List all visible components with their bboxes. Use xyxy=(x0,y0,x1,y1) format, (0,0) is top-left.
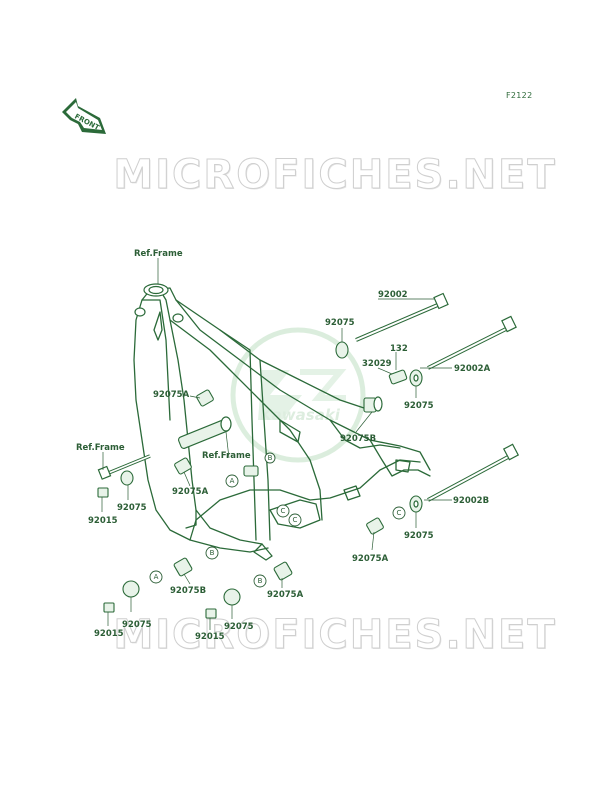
washer-92075-bl xyxy=(122,580,140,598)
label-32029: 32029 xyxy=(362,359,392,369)
label-92002A: 92002A xyxy=(454,364,491,374)
label-92075A-right: 92075A xyxy=(352,554,389,564)
leader-lines xyxy=(101,258,452,630)
watermark-top: MICROFICHES.NET xyxy=(113,152,557,199)
callout-b-frame: B xyxy=(264,452,276,464)
label-92015-bm: 92015 xyxy=(195,632,225,642)
collar-92075B-mid xyxy=(363,396,383,413)
collar-92075-mid xyxy=(243,465,259,477)
washer-92075-bm xyxy=(223,588,241,606)
label-92075-bl: 92075 xyxy=(122,620,152,630)
label-92075-bm: 92075 xyxy=(224,622,254,632)
callout-c-right: C xyxy=(392,506,406,520)
callout-c-frame2: C xyxy=(288,513,302,527)
callout-text: A xyxy=(154,573,159,581)
label-92075B-mid: 92075B xyxy=(340,434,376,444)
collar-92075B-low xyxy=(173,557,193,577)
label-92075A-left: 92075A xyxy=(172,487,209,497)
collar-92075-right2 xyxy=(409,495,423,513)
callout-a-mid: A xyxy=(225,474,239,488)
spacer-ref-frame-mid xyxy=(178,416,232,449)
callout-text: B xyxy=(268,454,273,462)
label-ref-frame-top: Ref.Frame xyxy=(134,249,183,259)
collar-92075-top xyxy=(335,341,349,359)
label-92075B-low: 92075B xyxy=(170,586,206,596)
bolt-left-short xyxy=(97,454,151,480)
label-92015-left: 92015 xyxy=(88,516,118,526)
stud-32029 xyxy=(388,369,408,385)
label-92075-right1: 92075 xyxy=(404,401,434,411)
nut-92015-bm xyxy=(205,608,217,619)
collar-92075A-right xyxy=(366,517,384,535)
label-92075-left: 92075 xyxy=(117,503,147,513)
callout-c-frame1: C xyxy=(276,504,290,518)
bolt-92002B xyxy=(427,443,520,502)
callout-text: A xyxy=(230,477,235,485)
collar-92075A-left xyxy=(174,457,192,475)
part-labels: Ref.Frame 92002 92075 132 32029 92002A 9… xyxy=(76,249,491,642)
figure-id: F2122 xyxy=(506,91,533,100)
callout-b-mid: B xyxy=(205,546,219,560)
label-92075A-upper: 92075A xyxy=(153,390,190,400)
motorcycle-frame xyxy=(133,283,431,561)
collar-92075A-bm xyxy=(273,561,293,581)
callout-text: B xyxy=(210,549,215,557)
callout-a-low: A xyxy=(149,570,163,584)
washer-92075-left xyxy=(120,470,134,486)
callout-b-low: B xyxy=(253,574,267,588)
callout-text: C xyxy=(281,507,286,515)
nut-92015-bl xyxy=(103,602,115,613)
label-92002B: 92002B xyxy=(453,496,489,506)
collar-92075A-upper xyxy=(196,389,214,407)
label-ref-frame-left: Ref.Frame xyxy=(76,443,125,453)
label-92015-bl: 92015 xyxy=(94,629,124,639)
washer-132 xyxy=(409,369,423,387)
callout-text: B xyxy=(258,577,263,585)
watermark-bottom: MICROFICHES.NET xyxy=(113,612,557,659)
label-ref-frame-mid: Ref.Frame xyxy=(202,451,251,461)
bolt-92002 xyxy=(355,292,449,342)
label-132: 132 xyxy=(390,344,408,354)
logo-text: Kawasaki xyxy=(260,406,341,424)
bolt-92002A xyxy=(427,315,517,370)
callout-text: C xyxy=(293,516,298,524)
nut-92015-left xyxy=(97,487,109,498)
label-92075-top: 92075 xyxy=(325,318,355,328)
label-92075A-bm: 92075A xyxy=(267,590,304,600)
label-92002: 92002 xyxy=(378,290,408,300)
callout-text: C xyxy=(397,509,402,517)
front-arrow-icon: FRONT xyxy=(62,98,106,134)
label-92075-right2: 92075 xyxy=(404,531,434,541)
